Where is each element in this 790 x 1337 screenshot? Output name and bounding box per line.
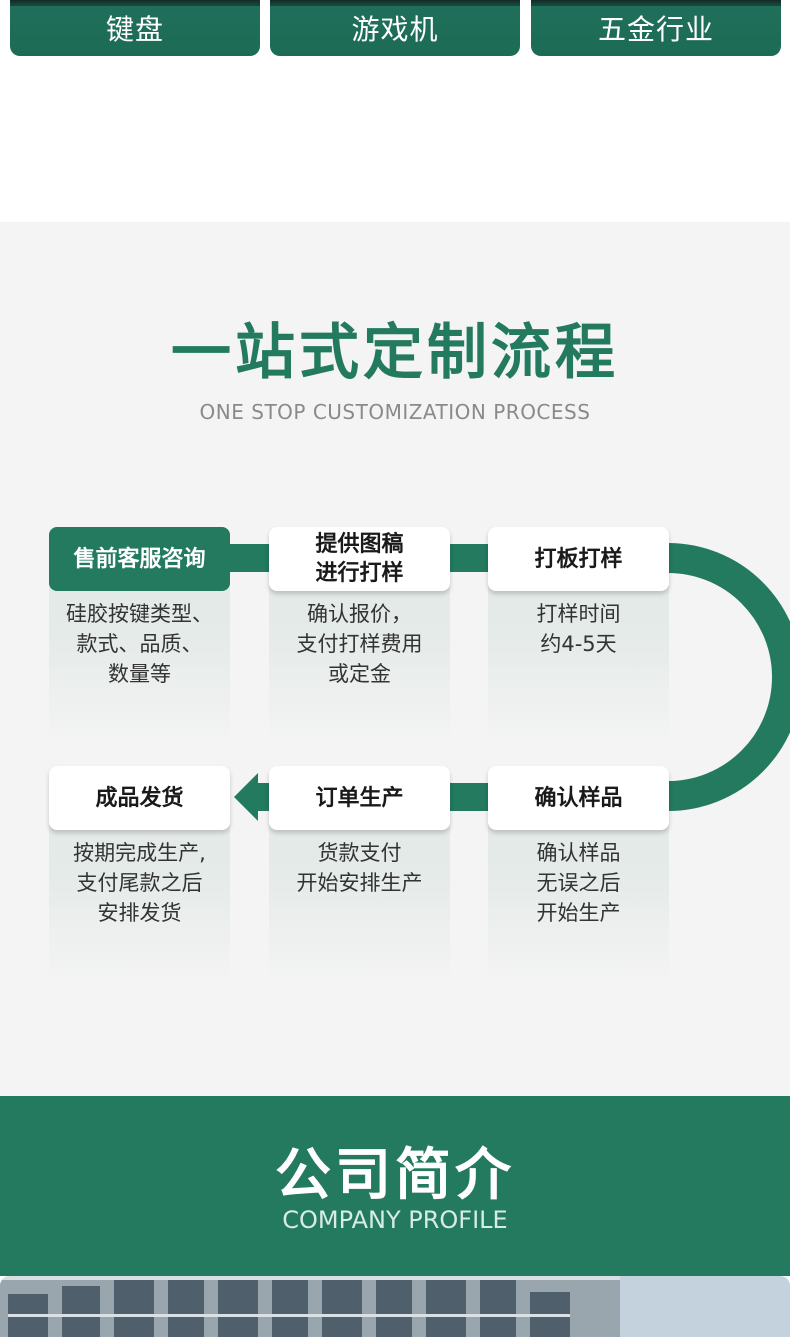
step-description: 按期完成生产, 支付尾款之后 安排发货 [73, 841, 206, 925]
step-title: 打板打样 [488, 527, 669, 591]
connector-2-3 [448, 544, 492, 572]
profile-title: 公司简介 [275, 1143, 515, 1208]
company-profile-banner: 公司简介 COMPANY PROFILE [0, 1096, 790, 1276]
category-label: 游戏机 [351, 13, 439, 46]
process-step-1: 售前客服咨询 硅胶按键类型、 款式、品质、 数量等 [49, 527, 230, 746]
category-tile-game-console[interactable]: 游戏机 [270, 0, 520, 56]
connector-6-5 [448, 783, 492, 811]
category-tile-hardware[interactable]: 五金行业 [531, 0, 781, 56]
step-title: 售前客服咨询 [49, 527, 230, 591]
category-tile-keyboard[interactable]: 键盘 [10, 0, 260, 56]
step-description: 确认报价， 支付打样费用 或定金 [296, 602, 423, 686]
process-section: 一站式定制流程 ONE STOP CUSTOMIZATION PROCESS 售… [0, 222, 790, 1096]
process-subtitle: ONE STOP CUSTOMIZATION PROCESS [199, 400, 591, 424]
category-tiles: 键盘 游戏机 五金行业 [0, 0, 790, 222]
company-building-photo [0, 1276, 790, 1337]
step-description: 确认样品 无误之后 开始生产 [536, 841, 621, 925]
step-title: 确认样品 [488, 766, 669, 830]
step-description: 打样时间 约4-5天 [536, 602, 621, 656]
building-image [0, 1276, 790, 1337]
process-step-5: 订单生产 货款支付 开始安排生产 [269, 766, 450, 985]
arrow-left-icon [234, 773, 258, 821]
step-description: 货款支付 开始安排生产 [296, 841, 423, 895]
step-description: 硅胶按键类型、 款式、品质、 数量等 [66, 602, 213, 686]
process-step-2: 提供图稿 进行打样 确认报价， 支付打样费用 或定金 [269, 527, 450, 746]
category-label: 五金行业 [597, 13, 714, 46]
process-step-6: 成品发货 按期完成生产, 支付尾款之后 安排发货 [49, 766, 230, 985]
process-step-3: 打板打样 打样时间 约4-5天 [488, 527, 669, 746]
category-label: 键盘 [105, 13, 164, 46]
step-title: 成品发货 [49, 766, 230, 830]
step-title: 订单生产 [269, 766, 450, 830]
process-title: 一站式定制流程 [171, 318, 619, 388]
profile-subtitle: COMPANY PROFILE [282, 1206, 508, 1234]
connector-1-2 [228, 544, 272, 572]
process-flow-connectors [228, 543, 790, 821]
step-title: 提供图稿 进行打样 [269, 527, 450, 591]
connector-arc [667, 543, 790, 811]
process-step-4: 确认样品 确认样品 无误之后 开始生产 [488, 766, 669, 985]
connector-5-4 [258, 783, 272, 811]
